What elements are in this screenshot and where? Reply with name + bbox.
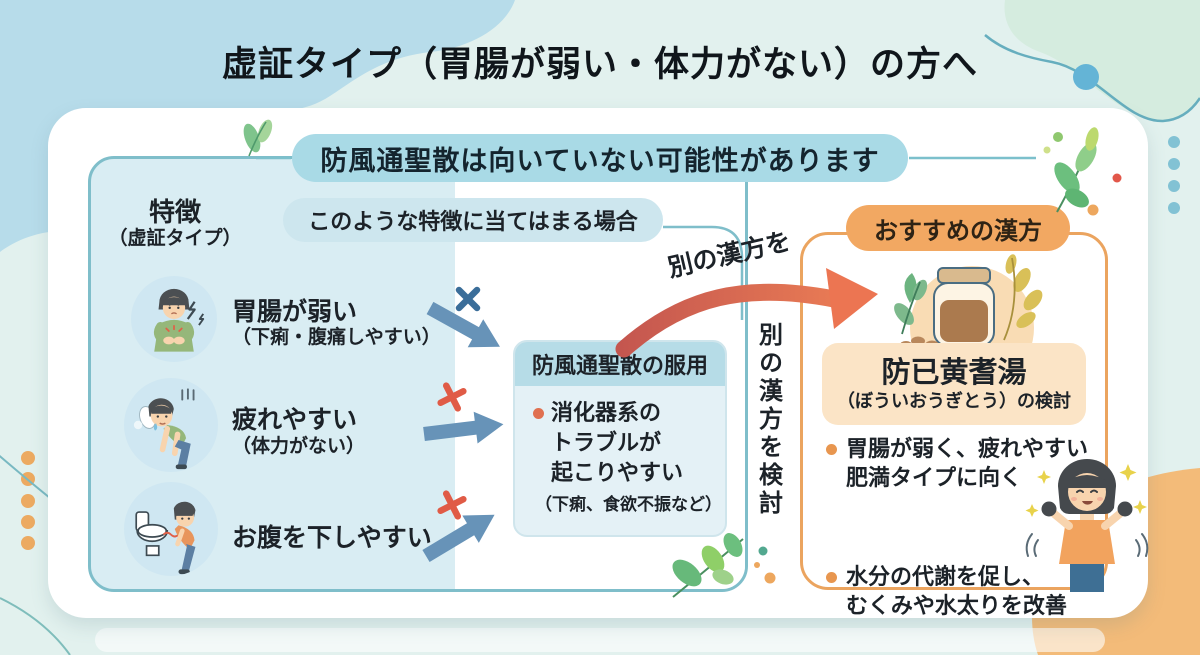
benefit-2-line-1: 水分の代謝を促し、 — [846, 564, 1045, 589]
herbal-jar-icon — [894, 254, 1043, 348]
condition-pill: このような特徴に当てはまる場合 — [283, 198, 663, 242]
medication-line-3: 起こりやすい — [551, 460, 684, 485]
benefit-item-2: 水分の代謝を促し、 むくみや水太りを改善 — [820, 562, 1096, 620]
card-shadow-band — [95, 628, 1105, 652]
dot-column-right — [1168, 136, 1180, 214]
item-label-tires-easily: 疲れやすい — [232, 406, 358, 434]
recommended-badge: おすすめの漢方 — [846, 205, 1070, 251]
bullet-dot-icon — [826, 444, 837, 455]
jar-body — [933, 267, 995, 347]
medicine-name-plate: 防已黄耆湯 （ぼういおうぎとう）の検討 — [822, 343, 1086, 425]
item-circle-tires-easily — [124, 378, 218, 472]
characteristics-header-sub: （虚証タイプ） — [108, 227, 242, 249]
medicine-name: 防已黄耆湯 — [881, 356, 1027, 389]
item-label-weak-stomach: 胃腸が弱い — [232, 298, 358, 326]
characteristics-header-title: 特徴 — [148, 197, 201, 227]
medication-line-2: トラブルが — [551, 430, 662, 455]
warning-banner: 防風通聖散は向いていない可能性があります — [292, 134, 908, 182]
item-circle-loose-bowels — [124, 482, 218, 576]
stomachache-person-icon — [153, 288, 205, 352]
characteristics-header: 特徴 （虚証タイプ） — [100, 197, 250, 250]
medication-box-header: 防風通聖散の服用 — [515, 342, 725, 386]
item-circle-weak-stomach — [131, 276, 217, 362]
dot-column-left — [21, 451, 35, 550]
benefit-item-1: 胃腸が弱く、疲れやすい 肥満タイプに向く — [820, 434, 1096, 492]
benefit-2-line-2: むくみや水太りを改善 — [846, 593, 1067, 618]
medication-line-1: 消化器系の — [551, 400, 662, 425]
page-title: 虚証タイプ（胃腸が弱い・体力がない）の方へ — [221, 45, 978, 84]
happy-woman-icon — [1025, 459, 1149, 592]
jar-left-leaves — [894, 273, 928, 335]
medication-box-body: 消化器系の トラブルが 起こりやすい （下痢、食欲不振など） — [515, 386, 725, 520]
benefit-1-line-2: 肥満タイプに向く — [846, 465, 1023, 490]
toilet-person-icon — [135, 501, 196, 575]
vertical-note: 別の漢方を検討 — [754, 322, 782, 518]
tired-person-icon — [133, 388, 195, 470]
item-label-loose-bowels: お腹を下しやすい — [232, 524, 432, 552]
item-sub-weak-stomach: （下痢・腹痛しやすい） — [232, 327, 441, 348]
bullet-dot-icon — [533, 408, 544, 419]
medicine-reading: （ぼういおうぎとう）の検討 — [837, 390, 1071, 411]
sparkles — [1025, 464, 1147, 517]
jar-right-leaves — [1003, 254, 1043, 341]
arc-left — [0, 454, 56, 503]
medication-note: （下痢、食欲不振など） — [535, 495, 722, 514]
bullet-dot-icon — [826, 572, 837, 583]
medication-box: 防風通聖散の服用 消化器系の トラブルが 起こりやすい （下痢、食欲不振など） — [513, 340, 727, 537]
benefit-1-line-1: 胃腸が弱く、疲れやすい — [846, 436, 1089, 461]
item-sub-tires-easily: （体力がない） — [232, 436, 366, 457]
